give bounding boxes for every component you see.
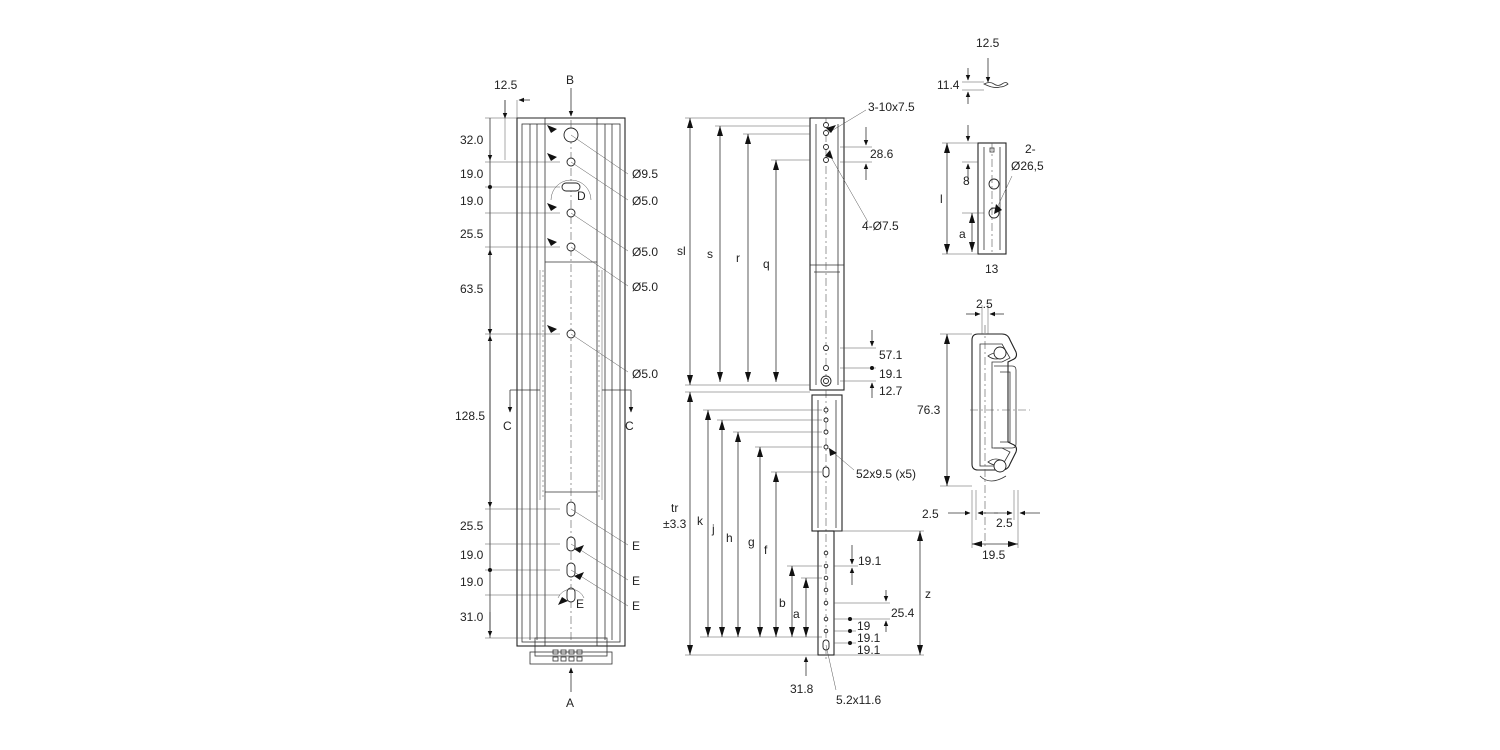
dim-19: 19: [857, 619, 871, 633]
dim-j: j: [711, 522, 715, 536]
dim-sl: sl: [677, 244, 686, 258]
hole-label-5-0-d: Ø5.0: [632, 367, 658, 381]
section-dim-19-5: 19.5: [982, 548, 1006, 562]
section-dim-2-5-left: 2.5: [922, 507, 939, 521]
label-5-2x11-6: 5.2x11.6: [836, 693, 881, 707]
section-dim-2-5-right: 2.5: [996, 516, 1013, 530]
dim-12-5-top: 12.5: [494, 78, 518, 92]
dim-tr-tolerance: ±3.3: [663, 517, 687, 531]
dim-12-7: 12.7: [879, 384, 903, 398]
dim-r: r: [736, 251, 740, 265]
dim-h: h: [726, 531, 733, 545]
dim-25-5-a: 25.5: [460, 227, 484, 241]
section-dim-76-3: 76.3: [917, 403, 941, 417]
section-dim-2-5-top: 2.5: [976, 297, 993, 311]
bracket-dim-l: l: [940, 192, 943, 206]
dim-b: b: [779, 596, 786, 610]
bracket-hole-count: 2-: [1025, 142, 1036, 156]
label-4-d7-5: 4-Ø7.5: [862, 219, 899, 233]
slide-side-view: 3-10x7.5 28.6 4-Ø7.5 sl s r q 57.1 19.1 …: [663, 100, 931, 707]
dim-57-1: 57.1: [879, 348, 903, 362]
bracket-dim-12-5: 12.5: [976, 36, 1000, 50]
dim-a: a: [793, 607, 800, 621]
dim-tr: tr: [671, 501, 678, 515]
slot-label-e-1: E: [632, 539, 640, 553]
dim-19-1-b: 19.1: [857, 631, 881, 645]
dim-19-1-mid: 19.1: [879, 367, 903, 381]
dim-19-1-c: 19.1: [857, 643, 881, 657]
dim-31-0: 31.0: [460, 610, 484, 624]
dim-32-0: 32.0: [460, 133, 484, 147]
label-c-left: C: [503, 419, 512, 433]
dim-g: g: [748, 535, 755, 549]
bracket-dim-11-4: 11.4: [937, 78, 960, 92]
slot-label-e-3: E: [632, 599, 640, 613]
bracket-dim-a: a: [959, 227, 966, 241]
dim-z: z: [925, 587, 931, 601]
dim-25-4: 25.4: [891, 606, 915, 620]
dim-s: s: [707, 247, 713, 261]
dim-31-8: 31.8: [790, 682, 814, 696]
label-52x9-5: 52x9.5 (x5): [856, 467, 916, 481]
bracket-view: 12.5 11.4 8 l a 13 2- Ø26,5: [937, 36, 1044, 276]
bracket-dim-13: 13: [985, 262, 999, 276]
dim-19-0-a: 19.0: [460, 167, 484, 181]
dim-19-0-b: 19.0: [460, 194, 484, 208]
label-3-10x7-5: 3-10x7.5: [868, 100, 915, 114]
dim-19-0-d: 19.0: [460, 575, 484, 589]
label-c-right: C: [625, 419, 634, 433]
label-e-detail: E: [576, 597, 584, 611]
slide-front-view: B A C C D E 12.5 32.0 19.0 19.0 25.5 63.…: [455, 73, 658, 710]
dim-128-5: 128.5: [455, 409, 485, 423]
bracket-hole-diameter: Ø26,5: [1011, 159, 1044, 173]
hole-label-5-0-c: Ø5.0: [632, 280, 658, 294]
dim-19-0-c: 19.0: [460, 548, 484, 562]
hole-label-5-0-a: Ø5.0: [632, 194, 658, 208]
label-d: D: [577, 189, 586, 203]
dim-19-1-low: 19.1: [858, 554, 882, 568]
dim-63-5: 63.5: [460, 282, 484, 296]
bracket-dim-8: 8: [963, 174, 970, 188]
dim-25-5-b: 25.5: [460, 519, 484, 533]
hole-label-5-0-b: Ø5.0: [632, 245, 658, 259]
label-a: A: [566, 696, 574, 710]
dim-f: f: [764, 543, 768, 557]
cross-section-view: 2.5 76.3 2.5 2.5 19.5: [917, 297, 1040, 562]
dim-q: q: [763, 257, 770, 271]
hole-label-9-5: Ø9.5: [632, 167, 658, 181]
slot-label-e-2: E: [632, 574, 640, 588]
dim-28-6: 28.6: [870, 147, 894, 161]
dim-k: k: [697, 514, 704, 528]
label-b: B: [566, 73, 574, 87]
